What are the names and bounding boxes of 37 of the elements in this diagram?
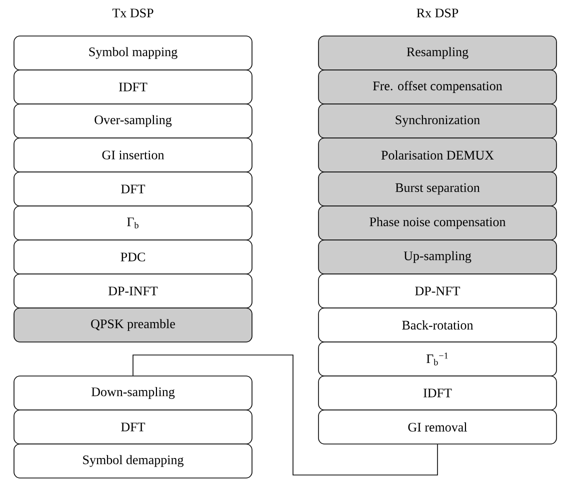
process-box: Fre. offset compensation xyxy=(318,70,557,104)
node-label: Back-rotation xyxy=(402,320,474,330)
process-box: PDC xyxy=(14,240,252,274)
process-box: IDFT xyxy=(14,70,252,104)
column-heading: Rx DSP xyxy=(416,8,458,18)
process-box: DP-NFT xyxy=(318,274,557,308)
process-box: Resampling xyxy=(318,36,557,70)
process-box: Polarisation DEMUX xyxy=(318,138,557,172)
node-label: Phase noise compensation xyxy=(370,217,506,229)
process-box: DFT xyxy=(14,410,252,444)
process-box: Γ$_{b}$ xyxy=(14,206,252,240)
node-label: Fre. offset compensation xyxy=(373,81,502,93)
process-box: Symbol mapping xyxy=(14,36,252,70)
process-box: Synchronization xyxy=(318,104,557,138)
node-label: Synchronization xyxy=(396,115,480,127)
node-label: DP-NFT xyxy=(415,286,460,296)
process-box: DFT xyxy=(14,172,252,206)
node-label: Γ$_{b}$−1 xyxy=(426,352,448,366)
process-box: Up-sampling xyxy=(318,240,557,274)
process-box: Γ$_{b}$−1 xyxy=(318,342,557,376)
process-box: IDFT xyxy=(318,376,557,410)
node-label: Resampling xyxy=(406,47,468,59)
node-label: Polarisation DEMUX xyxy=(381,150,494,160)
process-box: Phase noise compensation xyxy=(318,206,557,240)
process-box: QPSK preamble xyxy=(14,308,252,342)
column-heading: Tx DSP xyxy=(112,8,154,18)
connector-line xyxy=(132,354,438,476)
process-box: Burst separation xyxy=(318,172,557,206)
process-box: GI insertion xyxy=(14,138,252,172)
process-box: Over-sampling xyxy=(14,104,252,138)
node-label: IDFT xyxy=(424,388,452,398)
node-label: Burst separation xyxy=(395,183,480,195)
process-box: Symbol demapping xyxy=(14,444,252,478)
process-box: GI removal xyxy=(318,410,557,444)
process-box: Down-sampling xyxy=(14,376,252,410)
process-box: DP-INFT xyxy=(14,274,252,308)
process-box: Back-rotation xyxy=(318,308,557,342)
